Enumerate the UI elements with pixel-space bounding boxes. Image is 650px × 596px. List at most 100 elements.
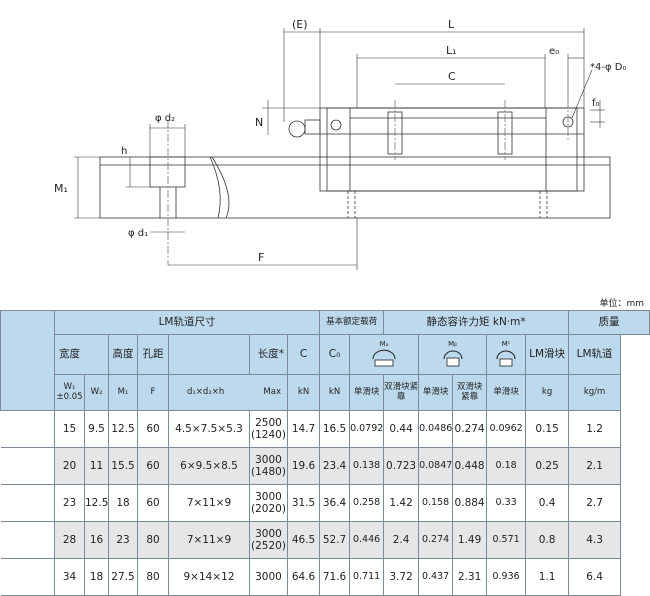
- cell-ma2: 3.72: [383, 558, 420, 596]
- cell-rail: 4.3: [568, 521, 622, 559]
- dim-c-label: C: [448, 70, 456, 83]
- cell-blk: 1.1: [525, 558, 570, 596]
- ma-label: Mₐ: [379, 340, 389, 349]
- cell-rail: 2.1: [568, 447, 622, 485]
- header-mass: 质量: [568, 310, 650, 335]
- header-w1: W₁ ±0.05: [54, 374, 85, 411]
- cell-w2: 16: [84, 521, 109, 559]
- cell-length-max: 3000: [255, 490, 282, 503]
- cell-c: 31.5: [286, 484, 321, 522]
- cell-length-max: 3000: [255, 453, 282, 466]
- dim-d2-label: φ d₂: [155, 113, 175, 124]
- header-mc: Mᶜ: [486, 334, 527, 375]
- cell-mb1: 0.437: [418, 558, 454, 596]
- row-blank-cell: [0, 558, 55, 596]
- cell-length-std: (2020): [251, 503, 286, 515]
- spec-table: LM轨道尺寸 基本额定载荷 静态容许力矩 kN·m* 质量 宽度 高度 孔距 长…: [0, 310, 650, 596]
- dim-e-label: (E): [292, 18, 308, 31]
- dim-l1-label: L₁: [446, 44, 457, 57]
- header-blank: [0, 310, 55, 411]
- mb-label: Mᵦ: [448, 340, 457, 349]
- dim-d0-label: *4-φ D₀: [590, 62, 626, 73]
- header-ma-double: 双滑块紧靠: [383, 374, 420, 411]
- cell-dim: 9×14×12: [168, 558, 250, 596]
- header-ma: Mₐ: [349, 334, 420, 375]
- moment-ma-icon: [372, 349, 396, 366]
- dim-h-label: h: [121, 146, 127, 157]
- cell-dim: 7×11×9: [168, 521, 250, 559]
- header-rail-dims: LM轨道尺寸: [53, 310, 321, 335]
- cell-c: 46.5: [286, 521, 321, 559]
- cell-w2: 9.5: [84, 410, 109, 448]
- cell-mb1: 0.158: [418, 484, 454, 522]
- cell-f: 60: [137, 484, 169, 522]
- cell-mb2: 0.448: [452, 447, 488, 485]
- carriage-block: [319, 107, 585, 192]
- cell-ma2: 0.44: [383, 410, 420, 448]
- cell-length-max: 3000: [255, 570, 282, 583]
- dim-l-label: L: [448, 18, 455, 31]
- header-kn2: kN: [319, 374, 351, 411]
- cell-f: 60: [137, 410, 169, 448]
- cell-rail: 1.2: [568, 410, 622, 448]
- cell-ma1: 0.446: [349, 521, 385, 559]
- dim-f0-label: f₀: [592, 98, 600, 109]
- cell-blk: 0.8: [525, 521, 570, 559]
- dim-d1-label: φ d₁: [128, 228, 148, 239]
- cell-dim: 6×9.5×8.5: [168, 447, 250, 485]
- max-label: Max: [263, 386, 281, 397]
- cell-mc: 0.0962: [486, 410, 527, 448]
- header-height: 高度: [108, 334, 138, 375]
- cell-c: 14.7: [286, 410, 321, 448]
- cell-length-std: (1480): [251, 466, 286, 478]
- cell-ma1: 0.711: [349, 558, 385, 596]
- header-mb: Mᵦ: [418, 334, 488, 375]
- cell-len: 3000: [249, 558, 288, 596]
- cell-mc: 0.33: [486, 484, 527, 522]
- guide-rail-drawing: (E) L L₁ C e₀ *4-φ D₀ f₀ N φ d₂ h M₁ φ d…: [54, 18, 626, 270]
- cell-ma1: 0.258: [349, 484, 385, 522]
- cell-rail: 6.4: [568, 558, 622, 596]
- cell-m1: 23: [108, 521, 138, 559]
- cell-mc: 0.18: [486, 447, 527, 485]
- header-kg: kg: [525, 374, 570, 411]
- cell-ma2: 2.4: [383, 521, 420, 559]
- cell-m1: 27.5: [108, 558, 138, 596]
- cell-w2: 11: [84, 447, 109, 485]
- header-m1: M₁: [108, 374, 138, 411]
- header-mb-single: 单滑块: [418, 374, 454, 411]
- cell-mb2: 0.274: [452, 410, 488, 448]
- w1-tolerance: ±0.05: [56, 391, 83, 402]
- cell-c0: 71.6: [319, 558, 351, 596]
- cell-m1: 15.5: [108, 447, 138, 485]
- row-blank-cell: [0, 447, 55, 485]
- cell-f: 80: [137, 521, 169, 559]
- cell-mb2: 1.49: [452, 521, 488, 559]
- cell-mc: 0.571: [486, 521, 527, 559]
- cell-ma1: 0.0792: [349, 410, 385, 448]
- cell-dim: 4.5×7.5×5.3: [168, 410, 250, 448]
- cell-mb1: 0.274: [418, 521, 454, 559]
- cell-blk: 0.15: [525, 410, 570, 448]
- cell-f: 60: [137, 447, 169, 485]
- cell-len: 2500(1240): [249, 410, 288, 448]
- cell-length-std: (2520): [251, 540, 286, 552]
- cell-ma1: 0.138: [349, 447, 385, 485]
- cell-rail: 2.7: [568, 484, 622, 522]
- moment-mc-icon: [496, 350, 516, 366]
- cell-mb2: 0.884: [452, 484, 488, 522]
- moment-mb-icon: [443, 350, 463, 366]
- cell-length-max: 3000: [255, 527, 282, 540]
- header-load: 基本额定载荷: [319, 310, 385, 335]
- header-kn1: kN: [286, 374, 321, 411]
- header-c0: C₀: [319, 334, 351, 375]
- cell-w1: 34: [54, 558, 85, 596]
- cell-w2: 12.5: [84, 484, 109, 522]
- header-lm-rail: LM轨道: [568, 334, 622, 375]
- header-w2: W₂: [84, 374, 109, 411]
- dim-n-label: N: [255, 116, 263, 129]
